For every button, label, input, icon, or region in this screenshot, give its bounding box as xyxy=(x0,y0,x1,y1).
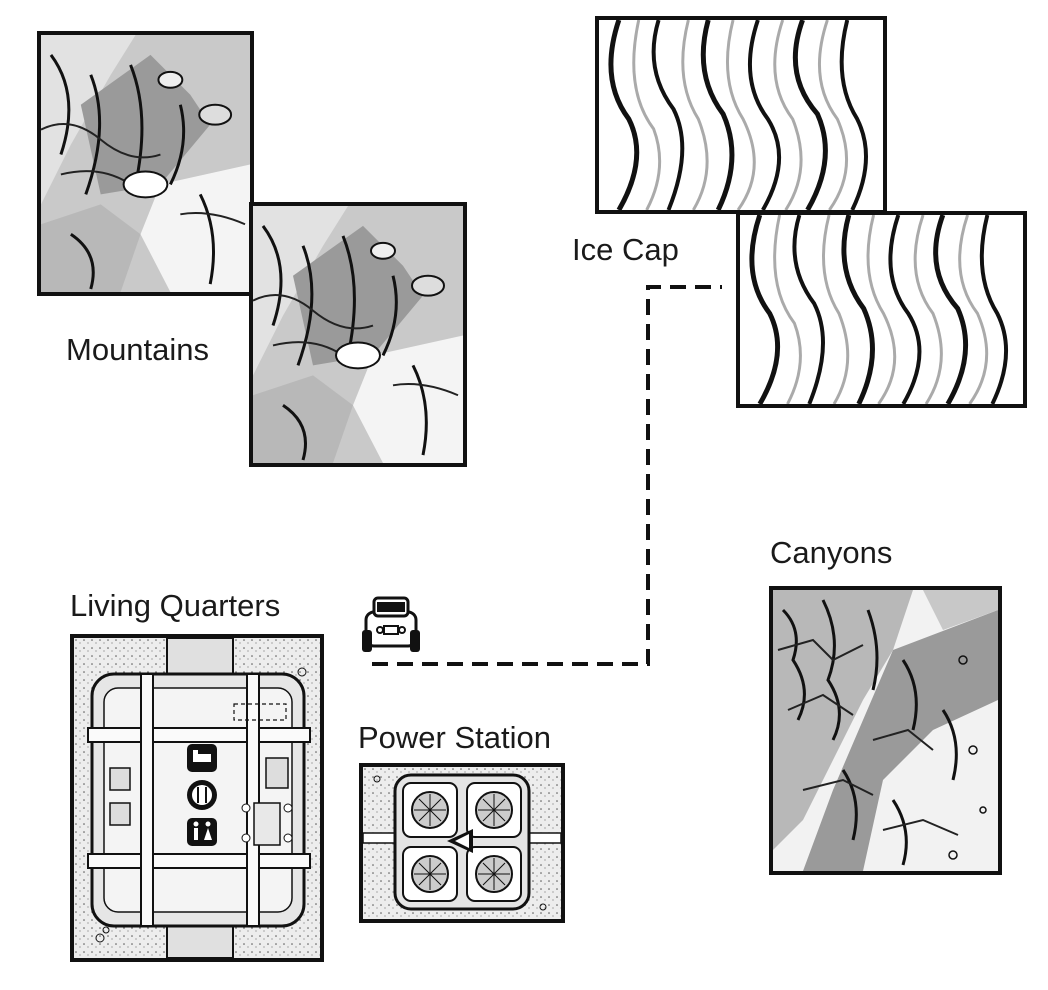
mountains-label: Mountains xyxy=(66,332,210,367)
fork-knife-icon xyxy=(187,780,217,810)
living-quarters-label: Living Quarters xyxy=(70,588,281,623)
ice-cap-label: Ice Cap xyxy=(572,232,679,267)
mountains-tile-front[interactable] xyxy=(249,202,467,467)
fan-icon xyxy=(466,782,522,838)
bed-icon xyxy=(187,744,217,772)
ice-cap-tile-back[interactable] xyxy=(595,16,887,214)
living-quarters-tile[interactable] xyxy=(70,634,324,962)
rover-icon[interactable] xyxy=(362,594,420,658)
power-station-tile[interactable] xyxy=(359,763,565,923)
restroom-icon xyxy=(187,818,217,846)
fan-icon xyxy=(466,846,522,902)
power-station-label: Power Station xyxy=(358,720,551,755)
fan-icon xyxy=(402,782,458,838)
ice-cap-tile-front[interactable] xyxy=(736,211,1027,408)
canyons-tile[interactable] xyxy=(769,586,1002,875)
fan-icon xyxy=(402,846,458,902)
triangle-arrow-icon xyxy=(447,829,473,853)
mountains-tile-back[interactable] xyxy=(37,31,254,296)
canyons-label: Canyons xyxy=(770,535,893,570)
